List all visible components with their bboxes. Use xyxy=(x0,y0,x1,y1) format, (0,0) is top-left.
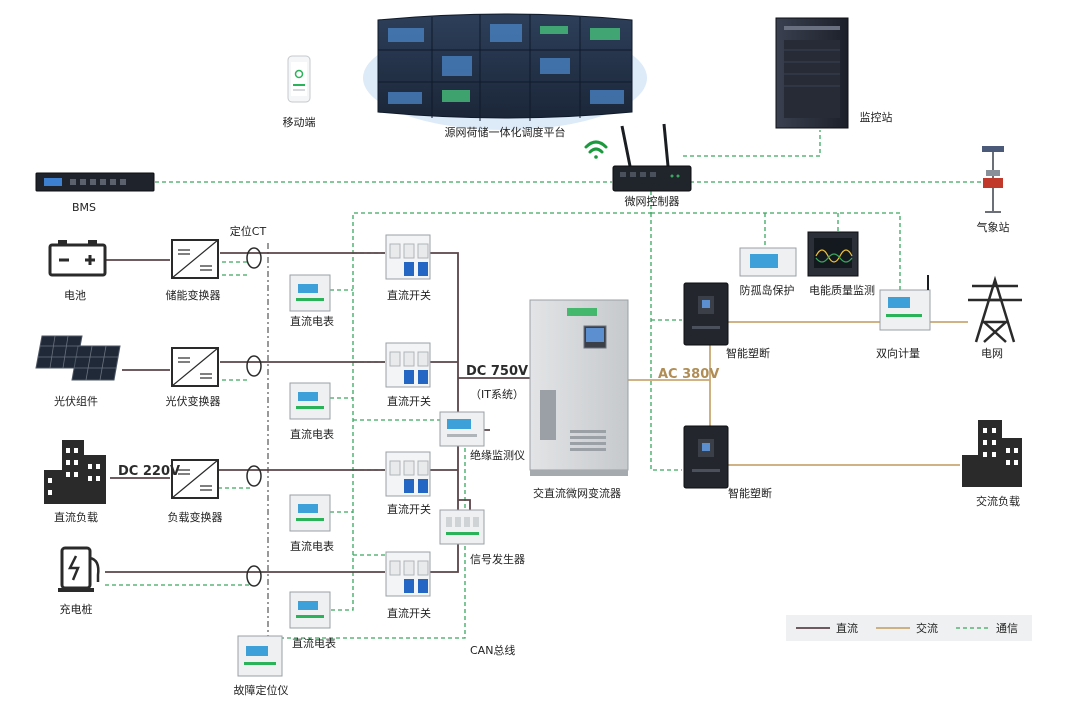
label-breaker-2: 智能塑断 xyxy=(728,486,772,500)
dc-switch-3 xyxy=(385,451,431,497)
antenna-left xyxy=(620,125,632,167)
label-weather: 气象站 xyxy=(977,220,1010,234)
ac-load-building-icon xyxy=(962,420,1022,487)
label-pv-module: 光伏组件 xyxy=(54,394,98,408)
label-acdc: 交直流微网变流器 xyxy=(533,486,621,500)
pv-converter-icon xyxy=(171,347,219,387)
label-bidir-meter: 双向计量 xyxy=(876,346,920,360)
label-ev-charger: 充电桩 xyxy=(60,602,93,616)
acdc-converter-cabinet xyxy=(529,299,629,476)
label-pq-monitor: 电能质量监测 xyxy=(809,283,875,297)
label-it-system: （IT系统） xyxy=(470,388,524,401)
comm-right-bus xyxy=(651,212,901,290)
load-converter-icon xyxy=(171,459,219,499)
label-pv-converter: 光伏变换器 xyxy=(166,394,221,408)
label-dc-switch-4: 直流开关 xyxy=(387,606,431,620)
dc-meter-1 xyxy=(289,274,331,312)
antenna-right xyxy=(662,123,670,167)
label-storage-converter: 储能变换器 xyxy=(166,288,221,302)
ev-charger-icon xyxy=(58,546,100,592)
label-dc-meter-1: 直流电表 xyxy=(290,314,334,328)
fault-locator xyxy=(237,635,283,677)
ac-lines xyxy=(628,320,968,466)
grid-tower-icon xyxy=(968,275,1022,343)
weather-station xyxy=(982,146,1004,213)
label-locate-ct: 定位CT xyxy=(230,224,267,238)
label-can-bus: CAN总线 xyxy=(470,643,515,657)
label-controller: 微网控制器 xyxy=(625,194,680,208)
comm-conv-1 xyxy=(215,261,250,276)
label-signal-gen: 信号发生器 xyxy=(470,552,525,566)
comm-ac-side xyxy=(650,213,682,471)
bidirectional-meter xyxy=(879,275,931,331)
label-grid: 电网 xyxy=(981,347,1003,360)
label-dc-meter-2: 直流电表 xyxy=(290,427,334,441)
dc-meters xyxy=(289,274,331,629)
mobile-device xyxy=(287,55,311,103)
label-battery: 电池 xyxy=(64,289,86,302)
label-dc-switch-2: 直流开关 xyxy=(387,394,431,408)
label-dc-meter-3: 直流电表 xyxy=(290,539,334,553)
comm-line-monitor xyxy=(683,130,821,157)
dc-switch-1 xyxy=(385,234,431,280)
label-mobile: 移动端 xyxy=(283,116,316,129)
legend: 直流 交流 通信 xyxy=(786,615,1032,641)
label-anti-island: 防孤岛保护 xyxy=(740,283,795,297)
dc-meter-2 xyxy=(289,382,331,420)
bms-unit xyxy=(35,172,155,192)
legend-ac: 交流 xyxy=(916,621,938,635)
smart-breaker-2 xyxy=(683,425,729,489)
power-quality-monitor xyxy=(807,231,859,277)
comm-line-main-down xyxy=(325,191,652,611)
monitor-station-pc xyxy=(775,17,849,129)
label-ac380: AC 380V xyxy=(658,367,719,382)
storage-converter-icon xyxy=(171,239,219,279)
ct-ring-2 xyxy=(246,355,262,377)
signal-generator xyxy=(439,509,485,545)
ct-ring-3 xyxy=(246,465,262,487)
battery-icon xyxy=(48,240,107,277)
dc-load-building-icon xyxy=(44,440,106,504)
label-dc750: DC 750V xyxy=(466,364,528,379)
label-dc-switch-3: 直流开关 xyxy=(387,502,431,516)
anti-island-protection xyxy=(739,247,797,277)
label-monitor: 监控站 xyxy=(860,110,893,124)
platform-screen-wall xyxy=(363,13,647,130)
dc-switch-4 xyxy=(385,551,431,597)
wifi-icon xyxy=(584,140,608,159)
label-load-converter: 负载变换器 xyxy=(168,510,223,524)
mobile-app-icon xyxy=(294,69,304,79)
label-insulation: 绝缘监测仪 xyxy=(470,448,525,462)
label-bms: BMS xyxy=(72,201,96,214)
dc-switch-2 xyxy=(385,342,431,388)
label-dc220: DC 220V xyxy=(118,464,180,479)
label-dc-switch-1: 直流开关 xyxy=(387,288,431,302)
converter-boxes xyxy=(171,239,219,499)
ct-ring-1 xyxy=(246,247,262,269)
insulation-monitor xyxy=(439,411,485,447)
pv-panel-icon xyxy=(35,335,121,381)
label-dc-meter-4: 直流电表 xyxy=(292,636,336,650)
label-fault-locator: 故障定位仪 xyxy=(234,683,289,697)
legend-comm: 通信 xyxy=(996,622,1018,635)
microgrid-controller xyxy=(612,123,692,192)
label-ac-load: 交流负载 xyxy=(976,494,1020,508)
smart-breaker-1 xyxy=(683,282,729,346)
dc-switches xyxy=(385,234,431,597)
ct-rings xyxy=(246,247,262,587)
ct-ring-4 xyxy=(246,565,262,587)
dc-meter-4 xyxy=(289,591,331,629)
label-dc-load: 直流负载 xyxy=(54,510,98,524)
legend-dc: 直流 xyxy=(836,621,858,635)
dc-bus-taps xyxy=(430,361,458,471)
label-platform: 源网荷储一体化调度平台 xyxy=(445,125,566,139)
dc-meter-3 xyxy=(289,494,331,532)
label-breaker-1: 智能塑断 xyxy=(726,346,770,360)
